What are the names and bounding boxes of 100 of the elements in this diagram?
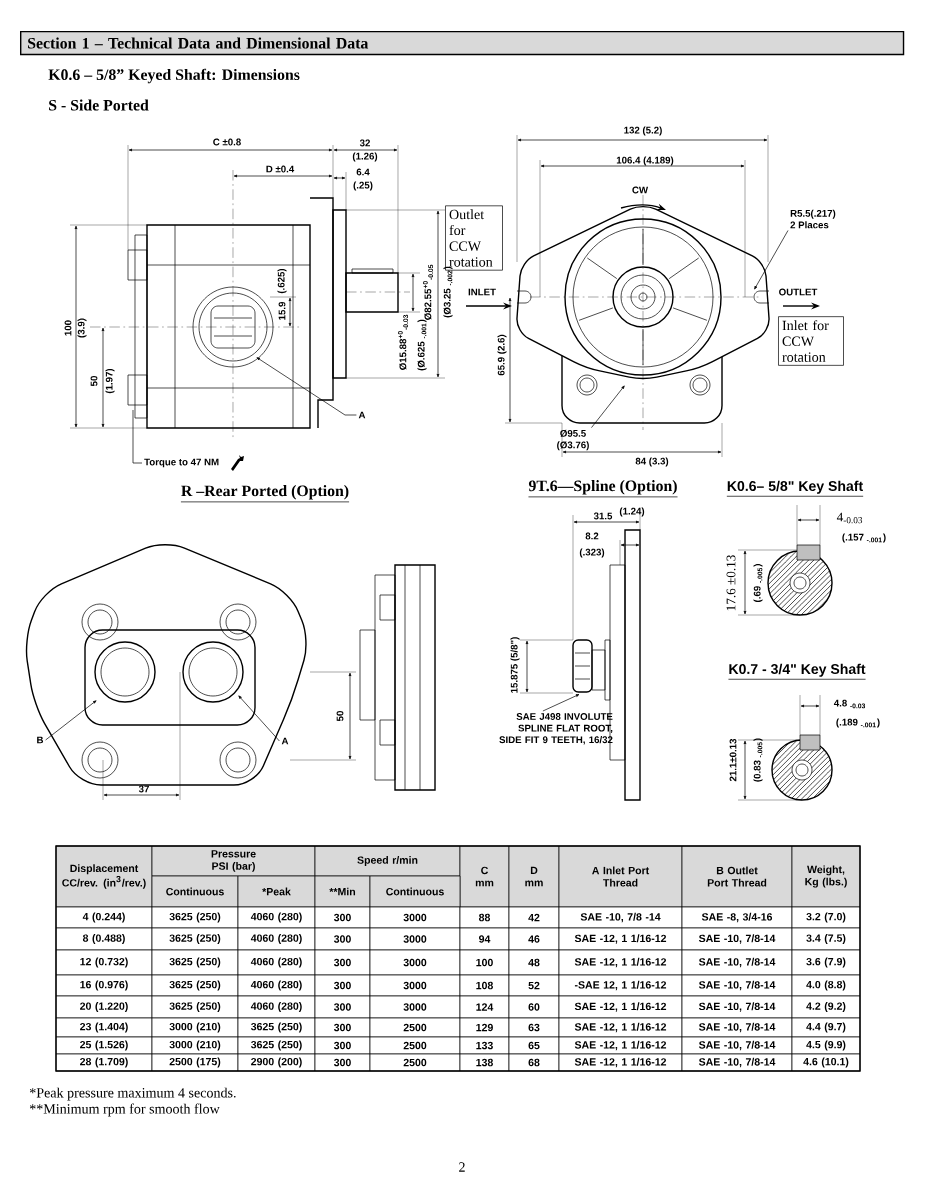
- table-cell: 3.4 (7.5): [791, 927, 861, 951]
- dimension-text: (.189 $_{-.001}$): [836, 718, 880, 728]
- table-cell: 4.4 (9.7): [791, 1017, 861, 1038]
- dimension-text: (1.97): [105, 368, 115, 394]
- dimension-text: 106.4 (4.189): [616, 156, 674, 166]
- dimension-text: Ø95.5 (Ø3.76): [557, 429, 589, 451]
- page-number: 2: [459, 1162, 465, 1172]
- dimension-text: 84 (3.3): [635, 457, 669, 467]
- table-cell: 42: [508, 906, 560, 929]
- dimension-text: 6.4: [356, 168, 370, 176]
- table-cell: 2500: [369, 1017, 461, 1038]
- table-cell: 20 (1.220): [55, 995, 153, 1019]
- callout-letter: B: [37, 736, 44, 744]
- dimension-text: 4$_{-0.03}$: [836, 512, 863, 524]
- table-cell: SAE -10, 7/8-14: [681, 995, 793, 1019]
- table-header-cell: Continuous: [369, 875, 461, 908]
- table-cell: 63: [508, 1017, 560, 1038]
- table-cell: 3000: [369, 927, 461, 951]
- table-cell: 3.6 (7.9): [791, 949, 861, 976]
- rotation-label: CW: [632, 186, 649, 194]
- dimension-text: R5.5(.217) 2 Places: [790, 209, 836, 229]
- dimension-text: (.157 $_{-.001}$): [842, 533, 886, 543]
- note-box: Inlet for CCW rotation: [778, 316, 844, 366]
- footnote: *Peak pressure maximum 4 seconds.: [29, 1087, 236, 1101]
- table-header-cell: *Peak: [237, 875, 316, 908]
- dimension-text: (.25): [353, 181, 373, 191]
- table-cell: 3625 (250): [151, 906, 239, 929]
- table-cell: SAE -8, 3/4-16: [681, 906, 793, 929]
- dimension-text: 31.5: [593, 512, 613, 520]
- table-cell: 124: [459, 995, 510, 1019]
- footnote: **Minimum rpm for smooth flow: [29, 1103, 220, 1117]
- dimension-text: (Ø.625 $_{-.001}$): [417, 319, 427, 371]
- dimension-text: 65.9 (2.6): [497, 334, 507, 376]
- table-header-cell: **Min: [314, 875, 371, 908]
- port-label: INLET: [468, 288, 496, 296]
- table-cell: 46: [508, 927, 560, 951]
- table-cell: 3000 (210): [151, 1017, 239, 1038]
- dimension-text: 15.9: [278, 301, 286, 320]
- dimension-text: (3.9): [77, 318, 87, 338]
- dimension-text: 15.875 (5/8"): [510, 637, 520, 693]
- leader-line: [591, 385, 625, 428]
- leader-line: [542, 694, 580, 712]
- dimension-text: (1.26): [352, 152, 378, 162]
- table-cell: 300: [314, 995, 371, 1019]
- heading: S - Side Ported: [49, 99, 149, 111]
- dimension-text: 32: [359, 139, 370, 147]
- leader-line: [45, 700, 97, 741]
- dimension-text: D ±0.4: [266, 165, 295, 173]
- table-header-cell: D mm: [508, 845, 560, 908]
- leader-line: [754, 230, 789, 290]
- table-cell: 12 (0.732): [55, 949, 153, 976]
- dimension-text: (.69 $_{-.005}$): [753, 564, 763, 602]
- dimension-text: 8.2: [585, 532, 599, 540]
- table-cell: 3625 (250): [151, 995, 239, 1019]
- dimension-text: 21.1±0.13: [729, 738, 737, 782]
- table-cell: 4060 (280): [237, 927, 316, 951]
- table-cell: 3625 (250): [151, 974, 239, 997]
- leader-line: [132, 409, 143, 464]
- table-cell: SAE -10, 7/8-14: [681, 927, 793, 951]
- table-cell: 3625 (250): [151, 927, 239, 951]
- table-cell: 8 (0.488): [55, 927, 153, 951]
- heading: K0.7 - 3/4" Key Shaft: [728, 663, 866, 680]
- table-cell: 3000: [369, 949, 461, 976]
- table-header-cell: Continuous: [151, 875, 239, 908]
- table-cell: 3000: [369, 906, 461, 929]
- table-cell: 4.2 (9.2): [791, 995, 861, 1019]
- dimension-text: 132 (5.2): [624, 126, 662, 136]
- table-cell: 4060 (280): [237, 949, 316, 976]
- dimension-text: (1.24): [619, 507, 645, 517]
- dimension-text: (0.83 $_{-.005}$): [753, 738, 763, 782]
- dimension-text: 50: [90, 376, 98, 387]
- leader-line: [238, 695, 280, 742]
- dimension-text: (.625): [277, 268, 287, 294]
- table-cell: 4060 (280): [237, 995, 316, 1019]
- dimension-text: 4.8 $_{-0.03}$: [833, 699, 866, 709]
- leader-line: [256, 357, 357, 416]
- heading: 9T.6—Spline (Option): [528, 480, 678, 498]
- dimension-text: 17.6 ±0.13: [726, 555, 736, 611]
- port-label: OUTLET: [779, 288, 818, 296]
- table-cell: 60: [508, 995, 560, 1019]
- heading: R –Rear Ported (Option): [180, 485, 350, 503]
- table-cell: 3000: [369, 974, 461, 997]
- dimension-text: (Ø3.25 $_{-.002}$): [443, 266, 453, 318]
- dimension-text: C ±0.8: [213, 138, 241, 146]
- table-cell: 48: [508, 949, 560, 976]
- note-text: Torque to 47 NM: [144, 458, 219, 468]
- table-cell: 4.0 (8.8): [791, 974, 861, 997]
- table-header-cell: B Outlet Port Thread: [681, 845, 793, 908]
- table-cell: SAE -10, 7/8-14: [681, 1017, 793, 1038]
- table-cell: SAE -10, 7/8-14: [681, 974, 793, 997]
- table-cell: 3000: [369, 995, 461, 1019]
- section-header-bar: Section 1 – Technical Data and Dimensional Data: [20, 30, 905, 56]
- callout-letter: A: [358, 411, 366, 419]
- callout-letter: A: [281, 737, 289, 745]
- table-cell: 94: [459, 927, 510, 951]
- dimension-text: 100: [64, 320, 72, 336]
- dimension-text: 37: [138, 785, 149, 793]
- table-cell: SAE -10, 7/8-14: [681, 949, 793, 976]
- table-header-cell: Weight, Kg (lbs.): [791, 845, 861, 908]
- dimension-text: (.323): [579, 548, 605, 558]
